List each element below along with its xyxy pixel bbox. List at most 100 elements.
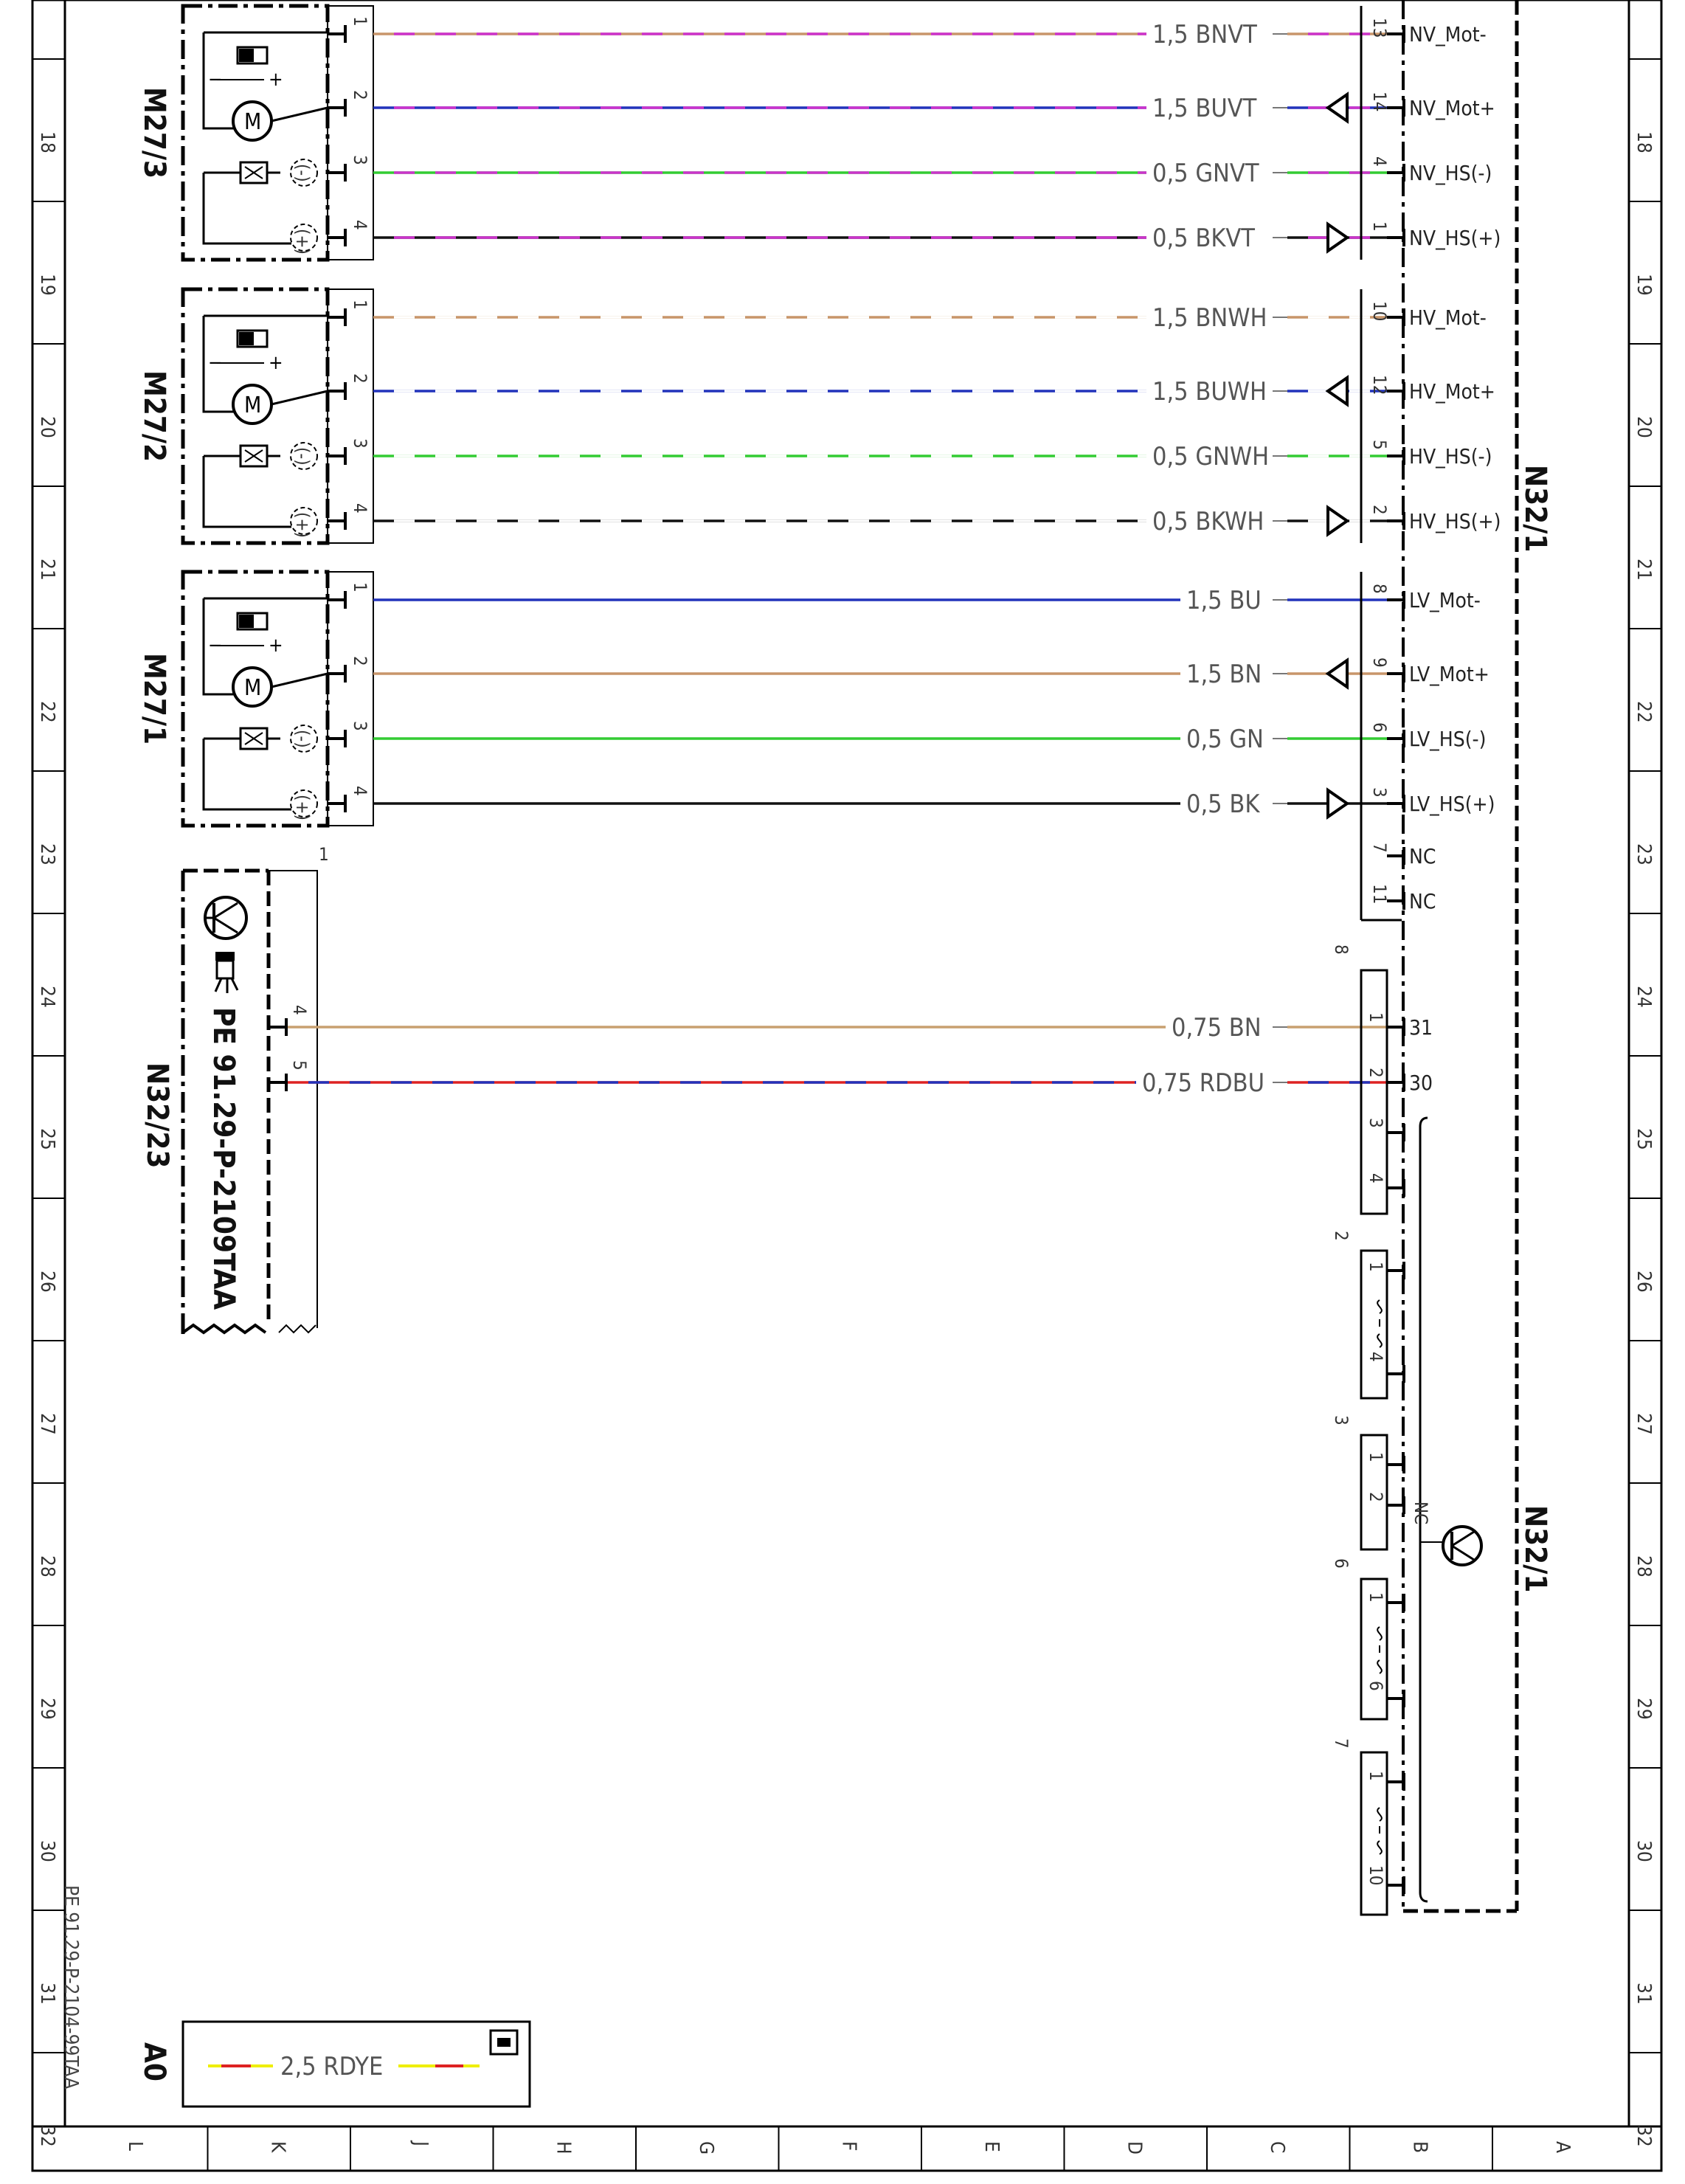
wire-label: 1,5 BUWH [1152, 377, 1267, 407]
wire-label: 1,5 BNWH [1152, 303, 1267, 333]
component-outline [181, 287, 330, 545]
connector-pin: 2 [1366, 1068, 1386, 1078]
terminal-sign: (+) [292, 512, 313, 538]
connector-pin: 1 [1366, 1262, 1386, 1272]
n32-23-top-pin: 1 [319, 844, 329, 865]
connector-8: 8 1 2 3 4 [1331, 944, 1405, 1215]
grid-column-label: F [837, 2141, 859, 2151]
arrow-left-icon [1325, 91, 1349, 124]
component-outline [181, 4, 330, 262]
connector-pin-number: 13 [1369, 18, 1390, 38]
grid-row-label: 27 [1633, 1413, 1655, 1435]
connector-pin-number: 1 [1369, 221, 1390, 232]
terminal-circle [290, 442, 318, 470]
grid-row-label: 19 [1633, 274, 1655, 296]
wire-label: 0,5 GNWH [1152, 442, 1269, 471]
signal-label: HV_HS(-) [1409, 444, 1492, 469]
component-n32-23: 1 PE 91.29-P-2109TAA N32/23 [140, 844, 329, 1337]
grid-row-label: 27 [36, 1413, 58, 1435]
internal-line [271, 106, 328, 122]
grid-column-label: L [124, 2141, 146, 2151]
signal-label: HV_Mot- [1409, 305, 1487, 330]
grid-column-label: K [266, 2141, 288, 2153]
grid-column-label: D [1123, 2141, 1145, 2154]
pin-number: 1 [350, 582, 370, 592]
wire-label: 0,75 RDBU [1142, 1068, 1264, 1098]
connector-pin-number: 12 [1369, 375, 1390, 395]
grid-row-label: 21 [1633, 559, 1655, 581]
grid-row-label: 25 [36, 1128, 58, 1150]
connector-pin: 1 [1366, 1012, 1386, 1023]
motor-icon [207, 46, 285, 142]
wire-label: 1,5 BN [1186, 660, 1262, 689]
component-label: M27/2 [137, 370, 171, 462]
wire-label: 0,5 BKWH [1152, 507, 1264, 536]
arrow-right-icon [1326, 221, 1350, 254]
connector-pin: 1 [1366, 1592, 1386, 1603]
signal-label: LV_HS(+) [1409, 792, 1495, 816]
component-label-n32-1: N32/1 [1518, 1505, 1552, 1592]
grid-row-label: 21 [36, 559, 58, 581]
grid-column-label: G [695, 2141, 717, 2154]
nc-label: NC [1411, 1502, 1431, 1524]
grid-row-label: 24 [1633, 986, 1655, 1008]
signal-label: NV_HS(+) [1409, 226, 1501, 250]
terminal-sign: (+) [292, 795, 313, 820]
grid-column-label: J [409, 2140, 432, 2146]
signal-label: LV_HS(-) [1409, 727, 1486, 751]
drawing-frame [31, 0, 1663, 2172]
connector-pin: 10 [1366, 1865, 1386, 1885]
grid-row-label: 18 [36, 131, 58, 153]
sensor-frame [202, 456, 291, 528]
terminal-circle [290, 159, 318, 187]
hall-sensor-icon [244, 449, 263, 463]
grid-row-label: 25 [1633, 1128, 1655, 1150]
connector-number: 6 [1331, 1558, 1352, 1569]
grid-row-label: 28 [36, 1555, 58, 1577]
pin-number: 2 [350, 656, 370, 666]
sensor-frame [202, 173, 291, 245]
wire-label: 1,5 BNVT [1152, 20, 1257, 49]
grid-row-label: 22 [1633, 701, 1655, 723]
grid-row-label: 31 [36, 1983, 58, 2005]
motor-icon [207, 612, 285, 708]
signal-label: NV_Mot+ [1409, 96, 1495, 120]
connector-outline [327, 5, 374, 260]
connector-pin: 6 [1366, 1681, 1386, 1691]
pin-number: 1 [350, 16, 370, 27]
connector-pin: 3 [1366, 1118, 1386, 1128]
pin-number: 5 [289, 1060, 310, 1071]
internal-line [271, 672, 328, 688]
grid-column-label: B [1408, 2141, 1430, 2153]
nc-signal-label: NC [1409, 844, 1436, 868]
arrow-right-icon [1326, 505, 1350, 537]
connector-pin-number: 3 [1369, 787, 1390, 798]
connector-2: 2 1 4 [1331, 1231, 1405, 1400]
arrow-left-icon [1325, 657, 1349, 690]
wire-label: 0,5 GN [1186, 725, 1264, 754]
grid-row-label: 24 [36, 986, 58, 1008]
connector-number: 3 [1331, 1415, 1352, 1426]
connector-outline [327, 571, 374, 826]
connector-number: 8 [1331, 944, 1352, 955]
component-outline [181, 570, 330, 828]
connector-pin-number: 5 [1369, 440, 1390, 450]
motor-icon [207, 329, 285, 425]
grid-row-label: 23 [36, 843, 58, 865]
terminal-sign: (-) [292, 164, 313, 182]
pointing-hand-icon [214, 952, 239, 993]
nc-pin-number: 7 [1369, 843, 1390, 853]
arrow-right-icon [1326, 787, 1350, 820]
signal-label: LV_Mot+ [1409, 662, 1489, 686]
